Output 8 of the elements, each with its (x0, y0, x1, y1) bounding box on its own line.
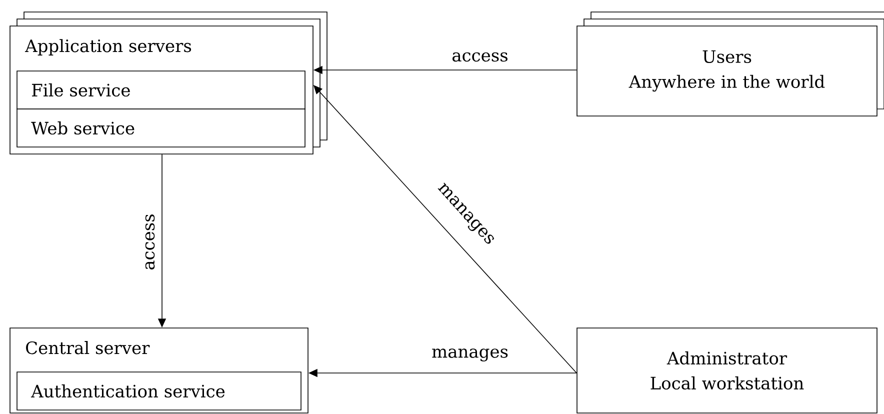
edge-label: access (144, 212, 156, 272)
actor-box: Administrator Local workstation (576, 328, 878, 414)
actor-box: Users Anywhere in the world (576, 12, 884, 116)
edge-label: access (450, 51, 510, 63)
service-box: File service (16, 70, 306, 110)
service-box: Web service (16, 108, 306, 148)
edge-label: manages (430, 348, 510, 362)
service-box: Authentication service (16, 372, 302, 410)
